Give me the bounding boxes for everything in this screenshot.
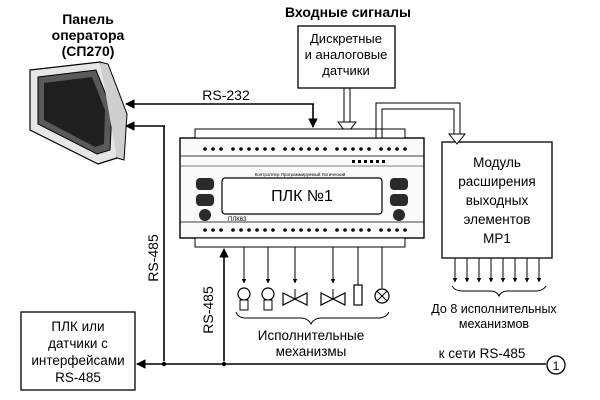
- network-marker-circle: [546, 355, 566, 375]
- valve-icon: [320, 289, 346, 306]
- plc-model: ПЛК63: [228, 217, 247, 223]
- rs485-panel-link: [125, 121, 165, 361]
- rs232-label: RS-232: [202, 87, 250, 103]
- sensors-box-line1: Дискретные: [310, 31, 382, 46]
- module-outputs-brace: [451, 285, 547, 298]
- rs485-devices-box: [20, 311, 136, 391]
- operator-panel: [29, 61, 128, 165]
- rs485-left-label: RS-485: [145, 234, 161, 282]
- module-outputs-caption-line2: механизмов: [459, 317, 529, 331]
- expansion-module-line3: выходных: [466, 193, 529, 208]
- sensors-box-line3: датчики: [322, 63, 369, 78]
- rs232-link: [125, 99, 318, 128]
- lamp-icon: [374, 288, 390, 304]
- valve-icon: [282, 289, 308, 306]
- expansion-module-line5: МР1: [483, 231, 511, 246]
- module-output-arrows: [452, 258, 542, 283]
- sensors-box-line2: и аналоговые: [305, 47, 388, 62]
- module-outputs-caption-line1: До 8 исполнительных: [431, 302, 557, 316]
- sensors-to-plc-arrow: [337, 88, 357, 135]
- expansion-module-line1: Модуль: [473, 155, 521, 170]
- bus-junction-dot: [161, 361, 167, 367]
- bus-junction-dot: [221, 361, 227, 367]
- expansion-module-line4: элементов: [464, 212, 531, 227]
- actuators-caption-line1: Исполнительные: [258, 328, 365, 343]
- plc-label: ПЛК №1: [271, 188, 333, 205]
- rs485-devices-line2: датчики с: [48, 336, 108, 351]
- expansion-module-box: [441, 141, 553, 259]
- rs485-devices-line1: ПЛК или: [51, 319, 104, 334]
- motor-icon: [261, 287, 275, 311]
- actuator-lines: [241, 247, 383, 288]
- input-signals-title: Входные сигналы: [285, 4, 411, 20]
- actuators-brace: [235, 311, 390, 326]
- plc-to-module-link: [375, 102, 467, 145]
- actuators-caption-line2: механизмы: [276, 344, 347, 359]
- operator-panel-title-line3: (СП270): [62, 43, 115, 59]
- plc-unit: [179, 128, 425, 248]
- motor-icon: [237, 287, 251, 311]
- rs485-mid-label: RS-485: [200, 286, 216, 334]
- sensors-box: [297, 25, 396, 89]
- operator-panel-title-line1: Панель: [62, 11, 114, 27]
- rs485-devices-line3: интерфейсами: [31, 353, 124, 368]
- operator-panel-title-line2: оператора: [52, 27, 125, 43]
- heater-icon: [353, 284, 363, 306]
- network-label: к сети RS-485: [439, 346, 526, 361]
- network-marker-number: 1: [553, 359, 560, 373]
- expansion-module-line2: расширения: [458, 174, 535, 189]
- plc-header-caption: Контроллер Программируемый Логический: [255, 171, 346, 177]
- rs485-devices-line4: RS-485: [55, 370, 101, 385]
